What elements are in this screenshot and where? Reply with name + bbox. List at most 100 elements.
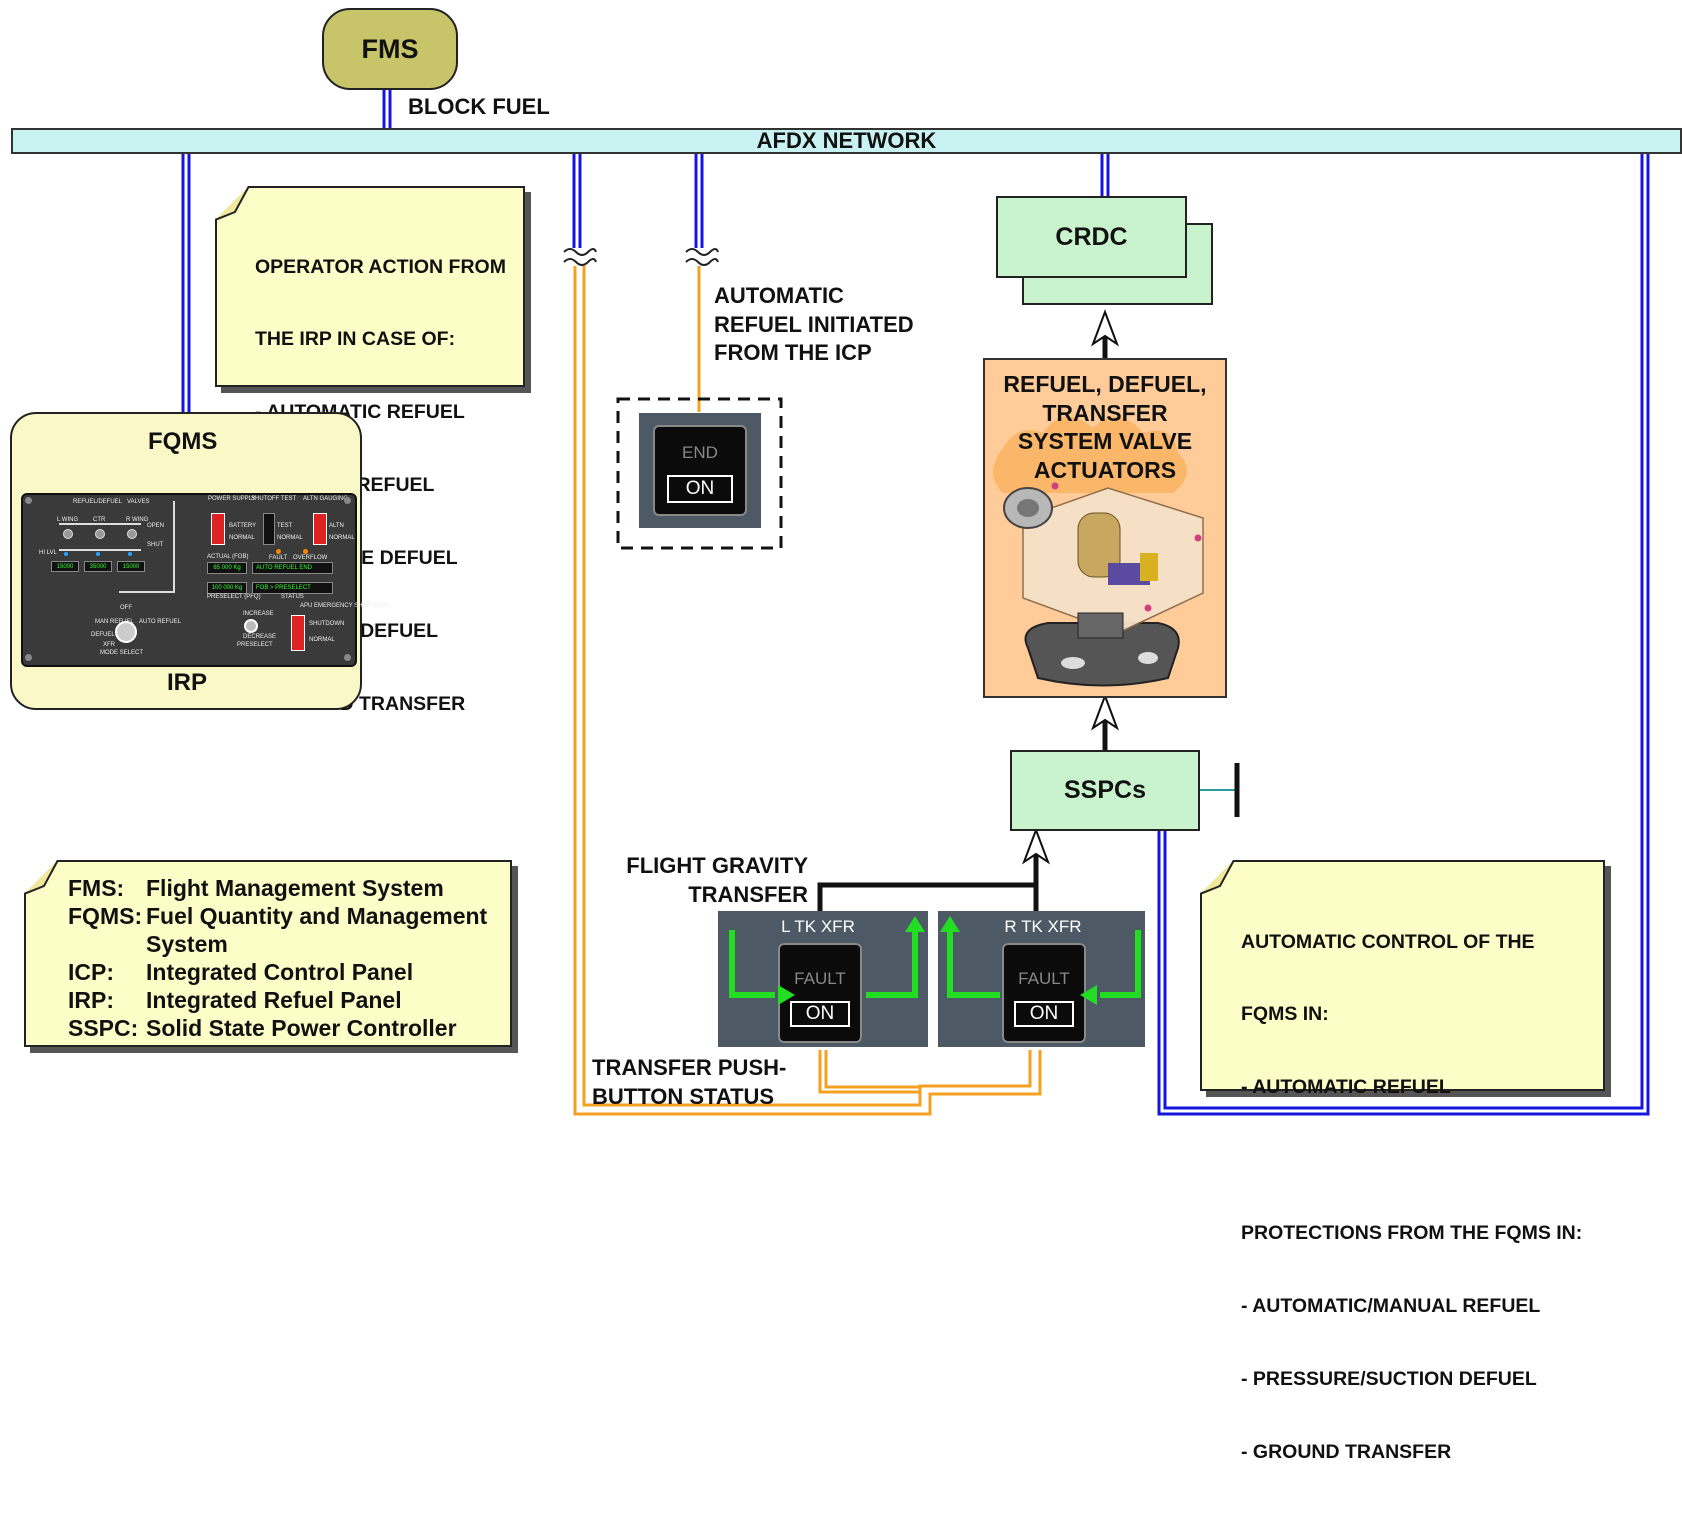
power-supply-guard[interactable] [211,513,225,545]
preselect-knob[interactable] [244,619,258,633]
afdx-network-label: AFDX NETWORK [756,128,937,153]
icp-button-top-legend: END [682,443,718,462]
actuators-label-line: ACTUATORS [1033,456,1177,483]
l-tk-xfr-title: L TK XFR [781,917,855,936]
legend-text: Flight Management System [146,875,444,901]
l-tk-xfr-button[interactable]: FAULT ON [778,943,862,1043]
preselect-readout: 100 000 Kg [207,582,247,594]
fqms-network-link [181,154,191,412]
irp-hi-lvl-label: HI LVL [39,550,57,556]
panel-screw [25,654,32,661]
hi-lvl-light [128,552,132,556]
irp-shut-label: SHUT [147,542,164,548]
transfer-status-label: TRANSFER PUSH- BUTTON STATUS [592,1053,786,1111]
hi-lvl-light [96,552,100,556]
legend-row: FQMS: Fuel Quantity and Management Syste… [68,902,508,958]
l-wing-readout: 15000 [51,561,79,572]
irp-ctr-label: CTR [93,517,106,523]
legend-text: Integrated Refuel Panel [146,987,402,1013]
legend-row: ICP: Integrated Control Panel [68,958,508,986]
actuators-label-line: REFUEL, DEFUEL, [1003,371,1207,397]
auto-note-line [1241,1148,1582,1172]
legend-abbr: FQMS: [68,903,143,929]
legend-abbr: ICP: [68,959,114,985]
legend-text: Fuel Quantity and Management System [146,903,488,957]
decrease-label: DECREASE [243,634,277,640]
valve-bar [59,523,141,525]
panel-screw [25,497,32,504]
sspc-box: SSPCs [1010,750,1200,831]
mode-defuel-label: DEFUEL [91,632,115,638]
mode-divider [173,501,175,591]
r-wing-readout: 15000 [117,561,145,572]
xfr-arrows-overlay [729,916,1141,1005]
hi-lvl-light [64,552,68,556]
irp-altn-gauging-label: ALTN GAUGING [303,496,348,502]
icp-dashed-frame [616,397,783,550]
legend-row: IRP: Integrated Refuel Panel [68,986,508,1014]
block-fuel-label: BLOCK FUEL [408,94,550,119]
fqms-label: FQMS [148,428,218,455]
auto-note-line: AUTOMATIC CONTROL OF THE [1241,930,1535,953]
ctr-readout: 35000 [84,561,112,572]
transfer-status-network-link [572,154,582,248]
fault-light [276,549,281,554]
apu-shutdown-guard[interactable] [291,615,305,651]
legend-row: FMS: Flight Management System [68,874,508,902]
actuators-label: REFUEL, DEFUEL, TRANSFER SYSTEM VALVE AC… [983,370,1227,484]
auto-note-line: - PRESSURE/SUCTION DEFUEL [1241,1367,1537,1390]
icp-label: AUTOMATIC REFUEL INITIATED FROM THE ICP [714,282,914,368]
r-tk-xfr-title: R TK XFR [1004,917,1082,936]
icp-label-line: REFUEL INITIATED [714,311,914,337]
shutoff-test-label: TEST [277,523,293,529]
operator-note-line: THE IRP IN CASE OF: [255,328,456,351]
power-normal-label: NORMAL [229,535,255,541]
blue-bus-lines [181,86,1650,1116]
arrow-heads [1021,309,1120,865]
actuators-label-line: TRANSFER [1042,399,1168,426]
overflow-label: OVERFLOW [293,555,328,561]
altn-normal-label: NORMAL [329,535,355,541]
mode-off-label: OFF [120,605,132,611]
r-tk-xfr-on-legend: ON [1014,1001,1074,1027]
icp-end-on-button[interactable]: END ON [653,425,747,516]
icp-network-link [694,154,704,248]
break-marks [563,248,719,266]
apu-shutdown-label: SHUTDOWN [309,621,345,627]
auto-note-line: FQMS IN: [1241,1003,1329,1026]
gravity-label-line: TRANSFER [688,882,808,907]
l-tk-xfr-on-legend: ON [790,1001,850,1027]
automatic-control-note: AUTOMATIC CONTROL OF THE FQMS IN: - AUTO… [1200,860,1605,1463]
mode-select-knob[interactable] [115,621,137,643]
l-wing-valve-switch[interactable] [63,529,73,539]
legend-row: SSPC: Solid State Power Controller [68,1014,508,1042]
r-wing-valve-switch[interactable] [127,529,137,539]
status-label: STATUS [281,594,304,600]
altn-label: ALTN [329,523,344,529]
ctr-valve-switch[interactable] [95,529,105,539]
legend-abbr: IRP: [68,987,114,1013]
mode-man-refuel-label: MAN REFUEL [95,619,134,625]
shutoff-test-switch[interactable] [263,513,275,545]
fms-box: FMS [322,8,458,90]
r-tk-xfr-button[interactable]: FAULT ON [1002,943,1086,1043]
preselect-pfq-label: PRESELECT (PFQ) [207,594,261,600]
mode-divider [119,591,175,593]
legend-text: Solid State Power Controller [146,1015,457,1041]
altn-gauging-guard[interactable] [313,513,327,545]
legend-text: Integrated Control Panel [146,959,414,985]
irp-refuel-defuel-label: REFUEL/DEFUEL [73,499,123,505]
icp-panel: END ON [639,413,761,528]
abbreviation-legend: FMS: Flight Management System FQMS: Fuel… [24,860,512,1047]
auto-note-line: PROTECTIONS FROM THE FQMS IN: [1241,1222,1583,1245]
increase-label: INCREASE [243,611,274,617]
orange-wires [573,266,1042,1116]
mode-xfr-label: XFR [103,642,115,648]
irp-open-label: OPEN [147,523,165,529]
l-tk-xfr-fault-legend: FAULT [794,969,846,988]
power-battery-label: BATTERY [229,523,257,529]
transfer-status-line: TRANSFER PUSH- [592,1055,787,1080]
auto-note-line: - GROUND TRANSFER [1241,1440,1452,1463]
mode-select-label: MODE SELECT [100,650,144,656]
r-tk-xfr-fault-legend: FAULT [1018,969,1070,988]
